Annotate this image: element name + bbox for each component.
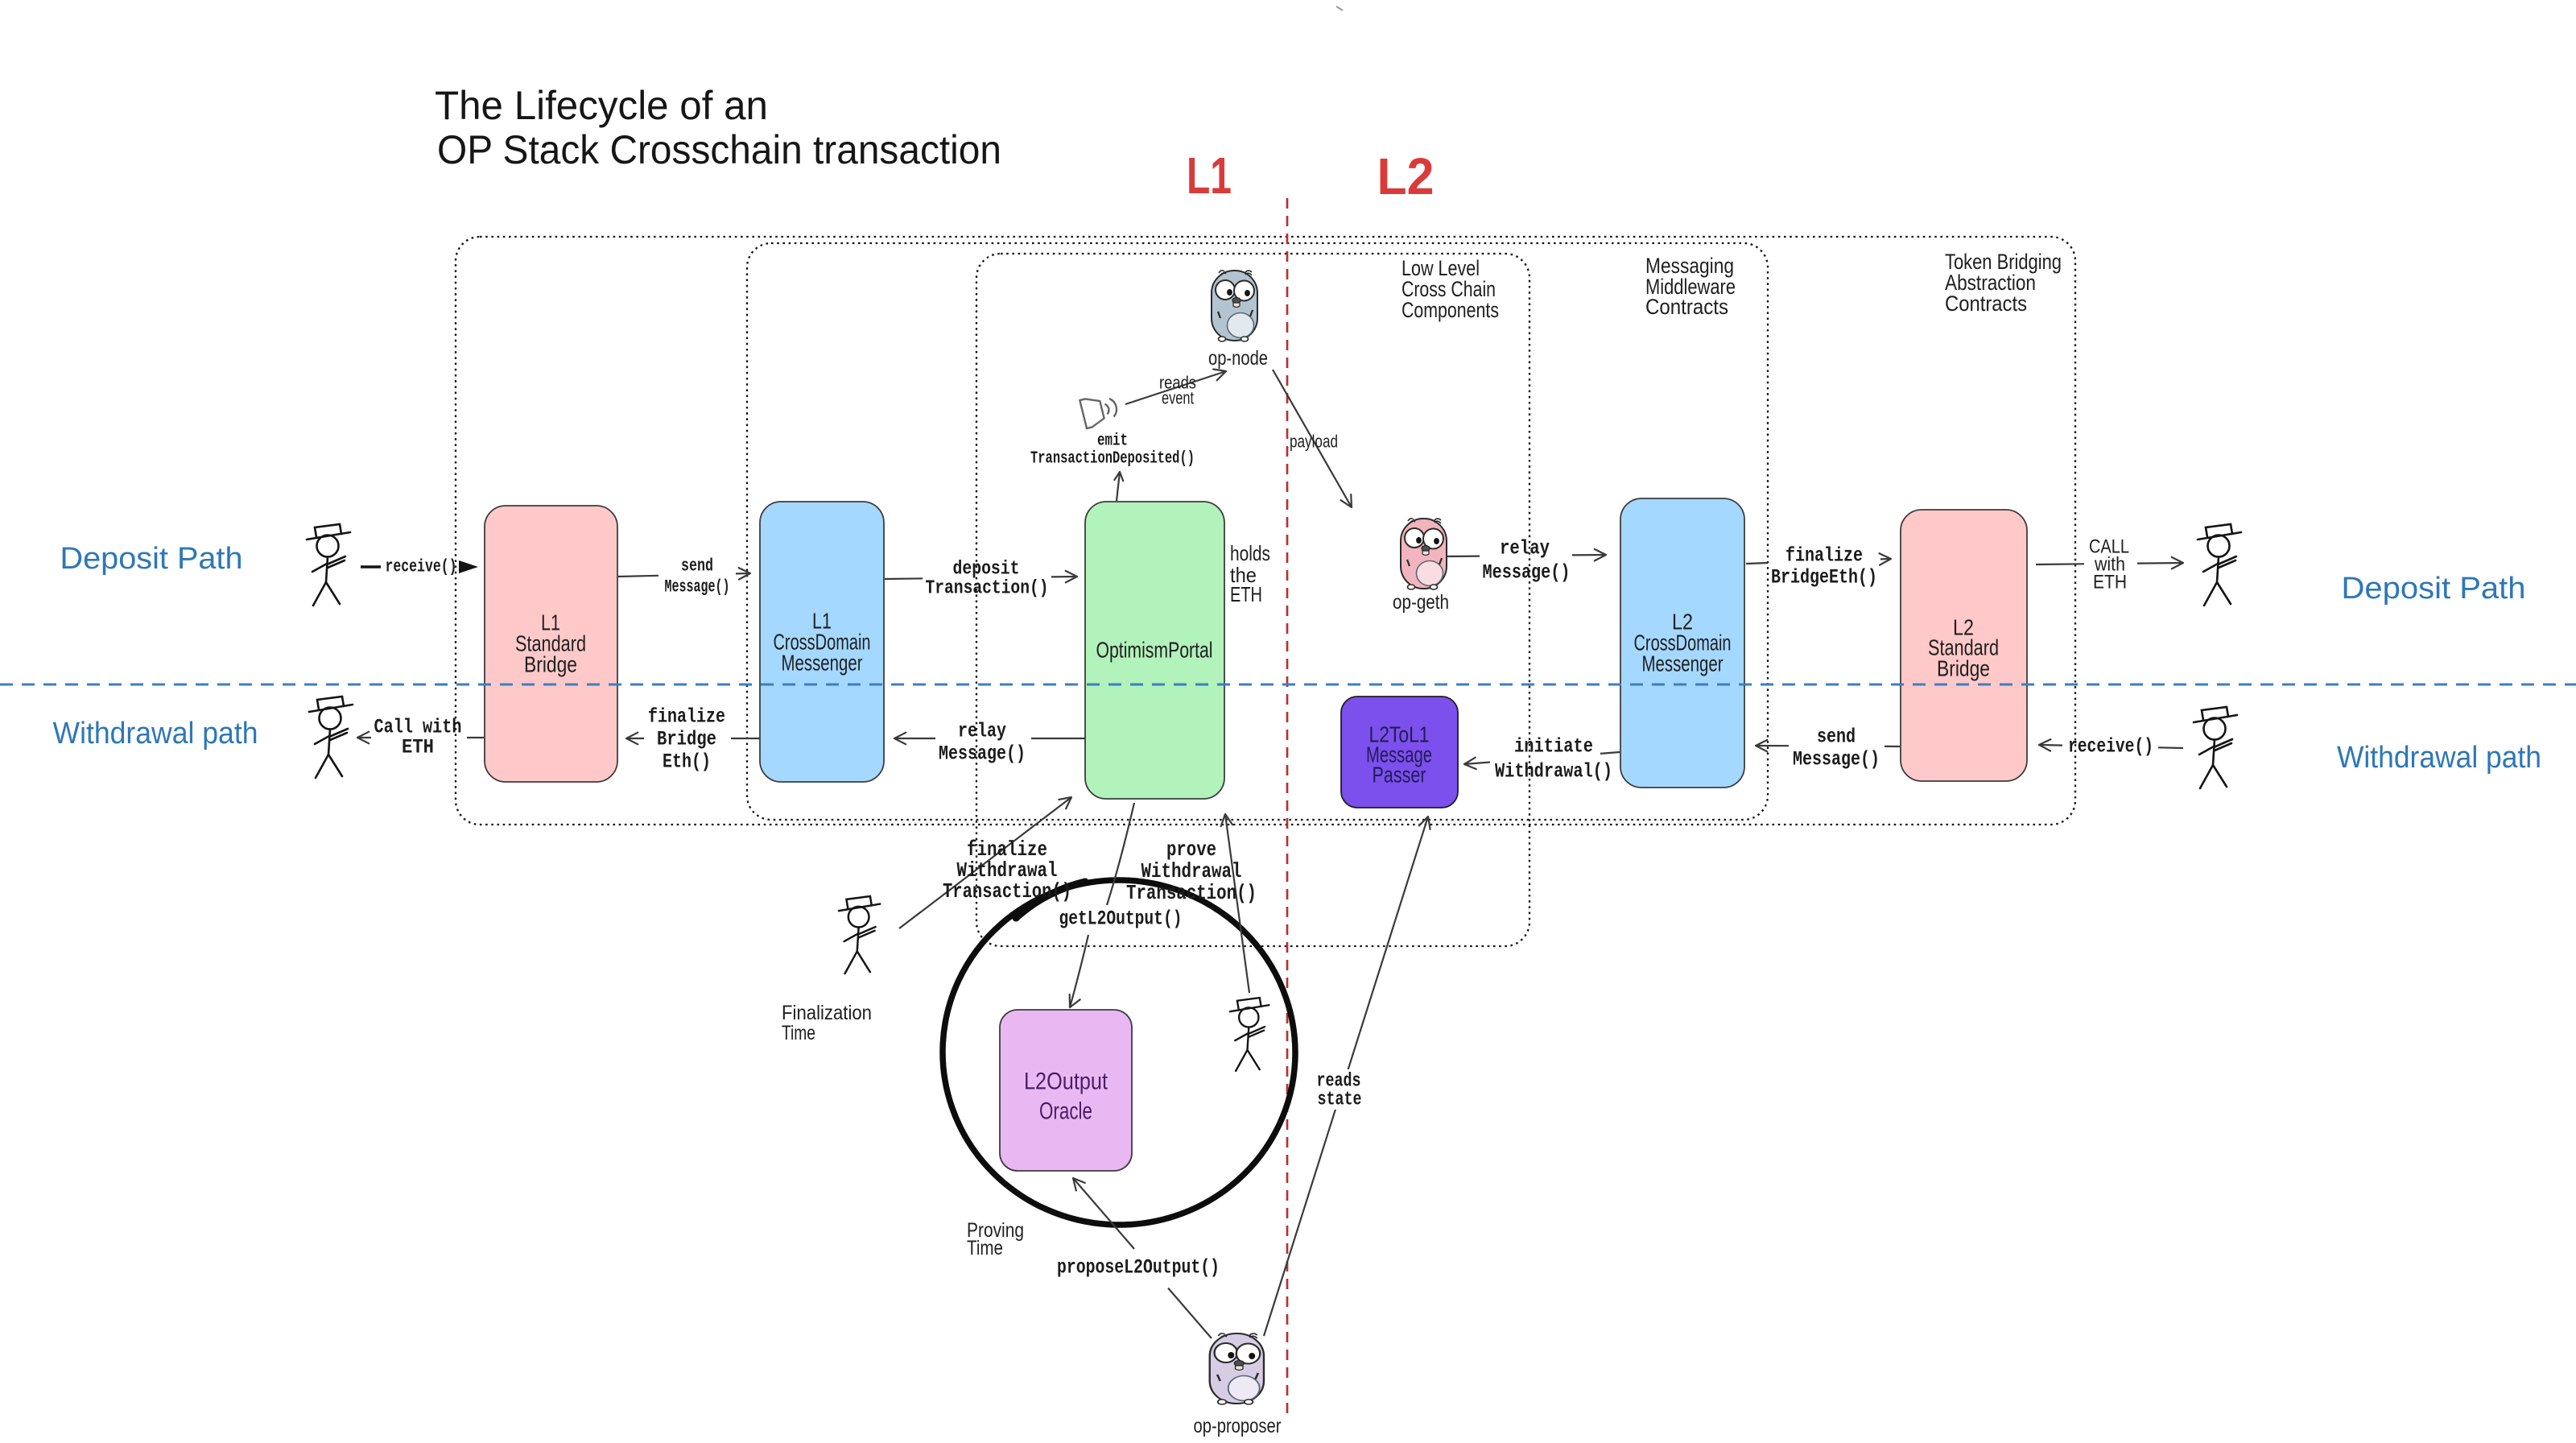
svg-text:Messenger: Messenger: [1642, 651, 1724, 676]
svg-text:finalize: finalize: [1785, 544, 1863, 568]
svg-text:OP Stack Crosschain transactio: OP Stack Crosschain transaction: [437, 127, 1001, 172]
svg-text:holds: holds: [1230, 541, 1270, 565]
svg-text:Contracts: Contracts: [1945, 291, 2027, 316]
svg-text:ETH: ETH: [2093, 572, 2127, 593]
svg-text:Oracle: Oracle: [1039, 1098, 1092, 1125]
svg-text:Message(): Message(): [939, 742, 1026, 766]
svg-text:Bridge: Bridge: [1937, 656, 1990, 681]
svg-text:Messenger: Messenger: [782, 651, 863, 676]
svg-text:receive(): receive(): [2068, 735, 2153, 759]
svg-text:relay: relay: [1500, 537, 1550, 560]
svg-text:emit: emit: [1097, 432, 1128, 451]
svg-text:op-proposer: op-proposer: [1194, 1415, 1282, 1437]
svg-text:TransactionDeposited(): TransactionDeposited(): [1030, 450, 1195, 469]
svg-text:L1: L1: [1187, 147, 1232, 205]
svg-text:Withdrawal path: Withdrawal path: [2337, 741, 2541, 775]
svg-text:L2: L2: [1377, 147, 1435, 205]
svg-text:Components: Components: [1402, 298, 1499, 322]
svg-text:Time: Time: [967, 1237, 1003, 1259]
svg-text:getL2Output(): getL2Output(): [1059, 908, 1183, 931]
svg-text:state: state: [1318, 1089, 1362, 1111]
svg-text:ETH: ETH: [402, 736, 434, 759]
svg-text:BridgeEth(): BridgeEth(): [1771, 566, 1877, 589]
svg-text:Finalization: Finalization: [782, 1002, 872, 1024]
svg-text:Withdrawal path: Withdrawal path: [53, 717, 258, 750]
svg-text:Deposit Path: Deposit Path: [60, 542, 243, 576]
svg-text:finalize: finalize: [648, 705, 725, 729]
svg-text:The Lifecycle of an: The Lifecycle of an: [435, 83, 768, 128]
svg-text:OptimismPortal: OptimismPortal: [1096, 638, 1213, 663]
svg-text:Eth(): Eth(): [663, 750, 711, 774]
svg-text:initiate: initiate: [1514, 735, 1593, 759]
svg-text:send: send: [681, 556, 713, 577]
svg-text:Time: Time: [782, 1022, 815, 1044]
svg-text:payload: payload: [1290, 432, 1338, 452]
svg-text:receive(): receive(): [386, 557, 457, 577]
svg-text:Message(): Message(): [665, 577, 730, 597]
svg-text:Message(): Message(): [1793, 748, 1880, 771]
svg-text:Withdrawal(): Withdrawal(): [1495, 760, 1612, 784]
svg-text:op-node: op-node: [1208, 347, 1268, 370]
svg-text:Passer: Passer: [1373, 763, 1426, 788]
svg-text:relay: relay: [958, 720, 1006, 743]
svg-text:prove: prove: [1166, 837, 1216, 862]
svg-text:Withdrawal: Withdrawal: [1141, 859, 1242, 883]
svg-text:op-geth: op-geth: [1393, 591, 1449, 614]
svg-text:Transaction(): Transaction(): [943, 879, 1071, 903]
svg-text:event: event: [1162, 388, 1194, 408]
svg-text:ETH: ETH: [1230, 582, 1262, 606]
svg-text:deposit: deposit: [953, 559, 1020, 581]
svg-text:Transaction(): Transaction(): [926, 578, 1049, 600]
svg-text:Transaction(): Transaction(): [1126, 881, 1257, 905]
svg-text:Contracts: Contracts: [1645, 295, 1728, 319]
svg-text:Message(): Message(): [1483, 561, 1571, 585]
svg-text:proposeL2Output(): proposeL2Output(): [1057, 1256, 1220, 1280]
svg-text:Bridge: Bridge: [657, 728, 716, 751]
svg-text:send: send: [1817, 726, 1856, 749]
svg-text:Bridge: Bridge: [524, 652, 577, 677]
svg-text:Deposit Path: Deposit Path: [2342, 572, 2526, 606]
svg-text:L2Output: L2Output: [1024, 1069, 1108, 1095]
